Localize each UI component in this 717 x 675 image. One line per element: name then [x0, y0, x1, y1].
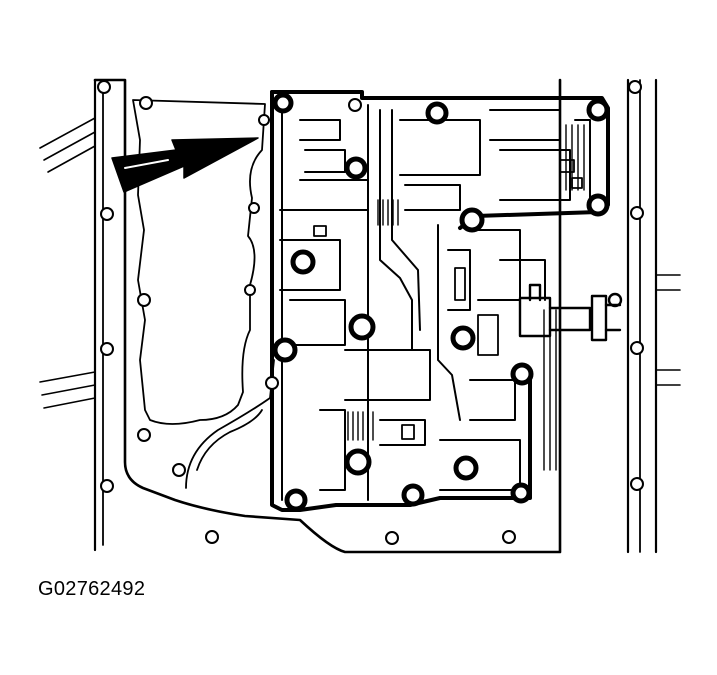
valve-bores — [313, 159, 583, 440]
valve-body-bolts — [272, 92, 610, 512]
wiring-harness-upper — [39, 117, 96, 173]
transmission-case — [93, 78, 681, 554]
valve-body-plate — [270, 90, 610, 512]
pointer-arrow-icon — [111, 137, 259, 193]
wiring-harness-lower — [39, 371, 96, 409]
case-bolts — [97, 80, 644, 545]
pan-gasket-outline — [132, 99, 275, 489]
solenoid-connector — [518, 283, 623, 342]
bolt-icon — [272, 92, 610, 512]
figure-code: G02762492 — [38, 578, 146, 600]
